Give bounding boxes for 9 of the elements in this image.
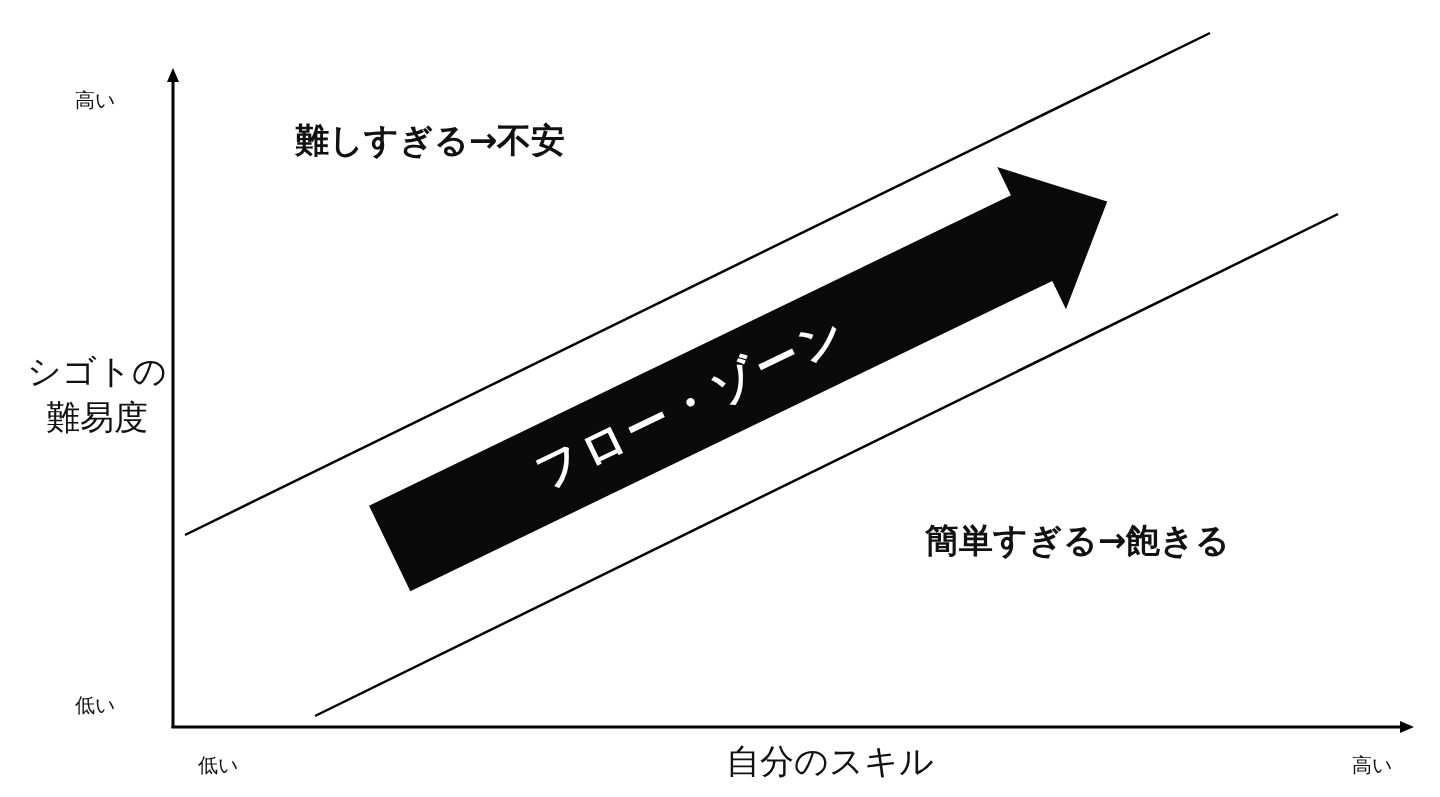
axis-end-label: 低い (75, 693, 115, 717)
axis-end-label: 高い (1352, 753, 1392, 777)
axis-title: シゴトの難易度 (26, 350, 168, 439)
axis-end-label: 高い (75, 88, 115, 112)
axis-title: 自分のスキル (726, 742, 934, 782)
zone-label: 難しすぎる→不安 (295, 121, 566, 161)
arrow-label: フロー・ゾーン (528, 306, 856, 498)
axis-end-label: 低い (198, 753, 238, 777)
zone-label: 簡単すぎる→飽きる (925, 521, 1231, 561)
